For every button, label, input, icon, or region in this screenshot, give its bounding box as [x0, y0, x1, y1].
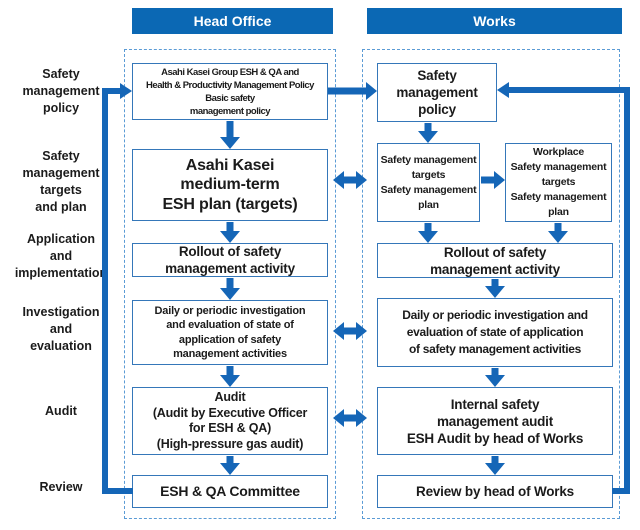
arrow-down-icon	[417, 123, 439, 143]
arrow-down-icon	[417, 223, 439, 243]
works-review-box: Review by head of Works	[377, 475, 613, 508]
row-label-investigation-evaluation: Investigation and evaluation	[22, 305, 100, 353]
feedback-line-left-top	[102, 88, 122, 94]
double-arrow-icon	[333, 171, 367, 189]
feedback-line-right-top	[509, 87, 630, 93]
head-office-committee-box: ESH & QA Committee	[132, 475, 328, 508]
head-office-policy-box: Asahi Kasei Group ESH & QA and Health & …	[132, 63, 328, 120]
arrow-right-icon	[328, 82, 377, 100]
head-office-header: Head Office	[132, 8, 333, 34]
head-office-plan-box: Asahi Kasei medium-term ESH plan (target…	[132, 149, 328, 221]
works-region-border	[362, 49, 620, 519]
double-arrow-icon	[333, 409, 367, 427]
arrow-down-icon	[219, 456, 241, 475]
arrow-right-icon	[481, 171, 505, 189]
arrow-down-icon	[484, 279, 506, 298]
row-label-audit: Audit	[45, 404, 77, 418]
feedback-line-left-bottom	[102, 488, 133, 494]
head-office-rollout-box: Rollout of safety management activity	[132, 243, 328, 277]
head-office-audit-box: Audit (Audit by Executive Officer for ES…	[132, 387, 328, 455]
works-audit-box: Internal safety management audit ESH Aud…	[377, 387, 613, 455]
row-label-review: Review	[39, 480, 83, 494]
row-label-targets-and-plan: Safety management targets and plan	[22, 149, 100, 214]
head-office-evaluation-box: Daily or periodic investigation and eval…	[132, 300, 328, 365]
arrow-down-icon	[219, 366, 241, 387]
arrow-down-icon	[484, 368, 506, 387]
works-header: Works	[367, 8, 622, 34]
feedback-line-right-vertical	[624, 90, 630, 494]
works-evaluation-box: Daily or periodic investigation and eval…	[377, 298, 613, 367]
feedback-line-left-vertical	[102, 88, 108, 494]
works-policy-box: Safety management policy	[377, 63, 497, 122]
double-arrow-icon	[333, 322, 367, 340]
feedback-line-right-bottom	[612, 488, 630, 494]
arrow-down-icon	[219, 121, 241, 149]
arrow-down-icon	[219, 278, 241, 300]
arrow-right-icon	[120, 83, 132, 99]
row-label-safety-management-policy: Safety management policy	[22, 67, 100, 115]
head-office-region-border	[124, 49, 336, 519]
works-workplace-box: Workplace Safety management targets Safe…	[505, 143, 612, 222]
works-targets-box: Safety management targets Safety managem…	[377, 143, 480, 222]
arrow-down-icon	[547, 223, 569, 243]
arrow-down-icon	[219, 222, 241, 243]
arrow-left-icon	[497, 82, 509, 98]
row-label-application-implementation: Application and implementation	[14, 232, 108, 280]
works-rollout-box: Rollout of safety management activity	[377, 243, 613, 278]
arrow-down-icon	[484, 456, 506, 475]
